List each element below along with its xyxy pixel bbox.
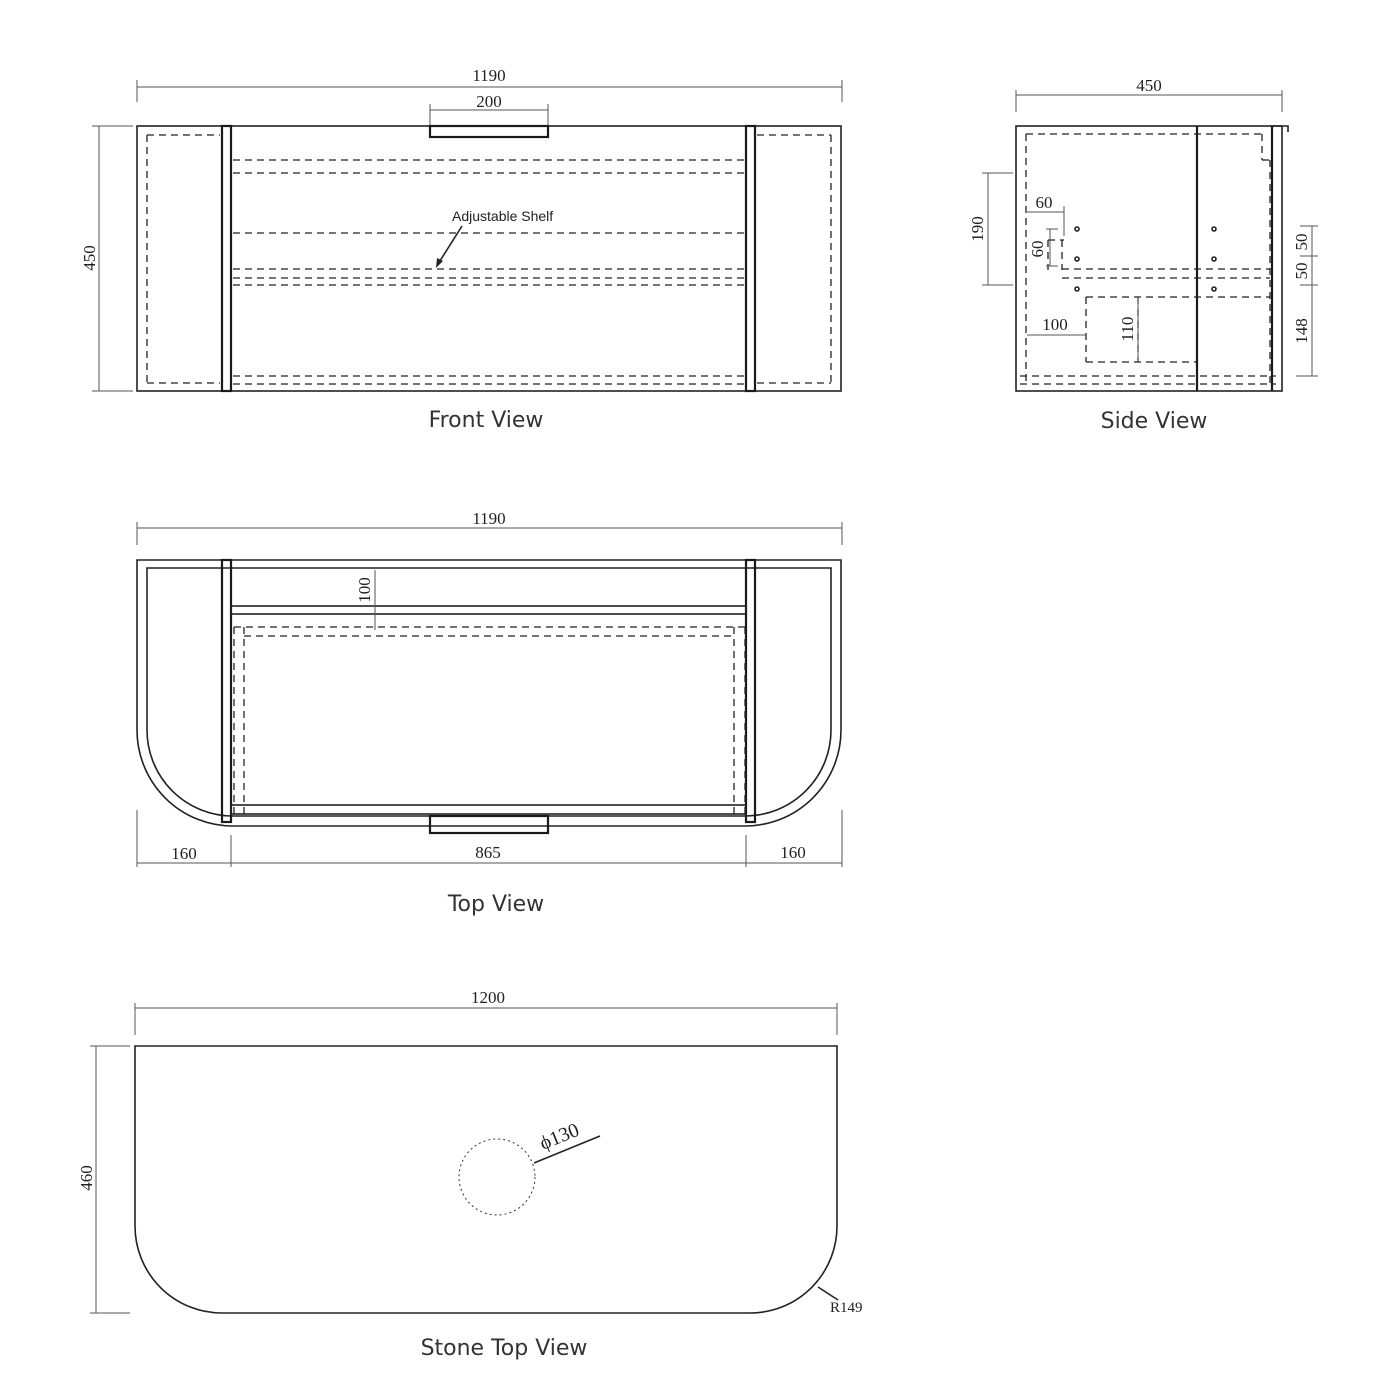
side-60v-label: 60	[1028, 241, 1047, 258]
front-cabinet-outline	[136, 125, 842, 392]
top-bottom-dimensions: 160 865 160	[136, 810, 843, 867]
top-100-dimension: 100	[355, 570, 376, 630]
side-110-dimension: 110	[1118, 297, 1139, 362]
adjustable-shelf-arrow	[436, 225, 463, 268]
front-right-post	[744, 124, 757, 393]
side-60v-dimension: 60	[1028, 228, 1058, 267]
side-148-label: 148	[1292, 318, 1311, 344]
side-right-dimensions: 50 50 148	[1292, 225, 1318, 377]
top-view-caption: Top View	[447, 892, 544, 917]
front-left-post	[220, 124, 233, 393]
side-view-caption: Side View	[1101, 409, 1208, 434]
top-view: 1190 100	[136, 509, 843, 917]
front-height-dimension: 450	[80, 125, 133, 392]
front-view-caption: Front View	[429, 408, 544, 433]
top-100-label: 100	[355, 577, 374, 603]
top-center-label: 865	[475, 843, 501, 862]
stone-top-view: 1200 460 ϕ130 R149 Stone Top View	[77, 988, 863, 1361]
top-width-dimension: 1190	[136, 509, 843, 545]
side-190-label: 190	[968, 216, 987, 242]
front-shelves-hidden	[233, 159, 744, 385]
front-view: 1190 200 450	[80, 66, 843, 433]
side-100-label: 100	[1042, 315, 1068, 334]
side-60h-dimension: 60	[1027, 193, 1065, 236]
top-width-label: 1190	[472, 509, 505, 528]
side-60h-label: 60	[1036, 193, 1053, 212]
stone-top-view-caption: Stone Top View	[421, 1336, 588, 1361]
adjustable-shelf-note: Adjustable Shelf	[452, 208, 553, 224]
side-holes	[1074, 226, 1217, 292]
front-right-hidden	[757, 134, 832, 384]
side-110-label: 110	[1118, 317, 1137, 342]
front-handle-dimension: 200	[429, 92, 549, 126]
top-cabinet-outline	[136, 559, 842, 827]
side-handle-lip	[1270, 125, 1289, 132]
front-left-hidden	[146, 134, 220, 384]
top-back-rail	[230, 605, 747, 615]
stone-top-outline	[134, 1045, 838, 1314]
side-view: 450	[968, 76, 1318, 434]
stone-height-label: 460	[77, 1165, 96, 1191]
top-handle	[428, 814, 550, 835]
tap-hole-circle	[458, 1138, 536, 1216]
side-depth-dimension: 450	[1015, 76, 1283, 112]
radius-label: R149	[830, 1300, 863, 1316]
side-100-dimension: 100	[1027, 315, 1086, 336]
front-width-label: 1190	[472, 66, 505, 85]
top-left-post	[220, 558, 233, 824]
top-hidden-lines	[233, 626, 746, 814]
top-left-label: 160	[171, 844, 197, 863]
front-height-label: 450	[80, 245, 99, 271]
side-190-dimension: 190	[968, 172, 1013, 286]
top-right-post	[744, 558, 757, 824]
front-width-dimension: 1190	[136, 66, 843, 102]
tap-hole-leader	[533, 1135, 601, 1164]
stone-width-label: 1200	[471, 988, 505, 1007]
top-right-label: 160	[780, 843, 806, 862]
side-depth-label: 450	[1136, 76, 1162, 95]
side-hidden-lines	[1020, 133, 1276, 385]
tap-hole-label: ϕ130	[537, 1119, 583, 1155]
side-cabinet-outline	[1015, 125, 1283, 392]
front-handle	[428, 124, 550, 139]
stone-width-dimension: 1200	[134, 988, 838, 1035]
side-50a-label: 50	[1292, 234, 1311, 251]
side-50b-label: 50	[1292, 263, 1311, 280]
radius-leader	[817, 1286, 839, 1301]
stone-height-dimension: 460	[77, 1045, 130, 1314]
top-front-rail	[230, 804, 747, 815]
front-handle-label: 200	[476, 92, 502, 111]
